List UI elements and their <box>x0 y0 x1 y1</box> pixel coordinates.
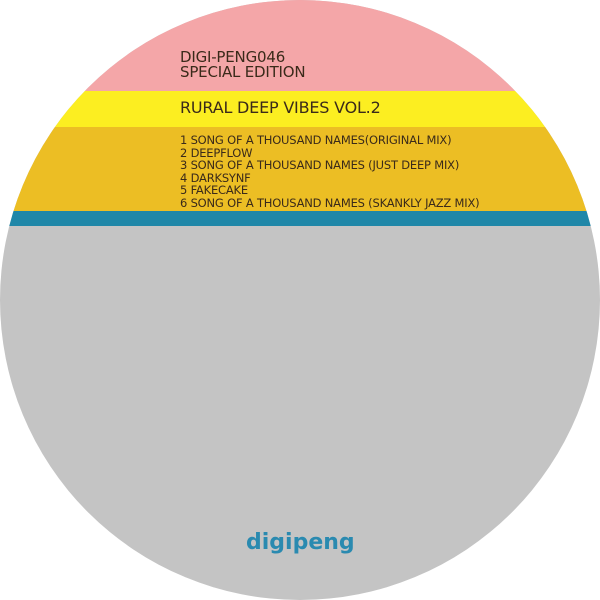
catalog-number: DIGI-PENG046 <box>180 48 286 66</box>
digipeng-logo: digipeng <box>246 530 355 555</box>
track-item: 5 FAKECAKE <box>180 183 248 197</box>
yellow-band <box>0 91 600 127</box>
catalog-block: DIGI-PENG046 SPECIAL EDITION <box>180 48 306 81</box>
track-item: 4 DARKSYNF <box>180 170 251 185</box>
track-item: 6 SONG OF A THOUSAND NAMES (SKANKLY JAZZ… <box>180 195 480 210</box>
track-item: 1 SONG OF A THOUSAND NAMES(ORIGINAL MIX) <box>180 133 452 147</box>
track-item: 3 SONG OF A THOUSAND NAMES (JUST DEEP MI… <box>180 158 460 172</box>
release-title: RURAL DEEP VIBES VOL.2 <box>180 98 381 117</box>
gold-band <box>0 127 600 211</box>
track-item: 2 DEEPFLOW <box>180 145 253 160</box>
edition: SPECIAL EDITION <box>180 63 306 81</box>
tracklist: 1 SONG OF A THOUSAND NAMES(ORIGINAL MIX)… <box>180 133 480 210</box>
blue-band <box>0 211 600 226</box>
pink-band <box>0 0 600 91</box>
